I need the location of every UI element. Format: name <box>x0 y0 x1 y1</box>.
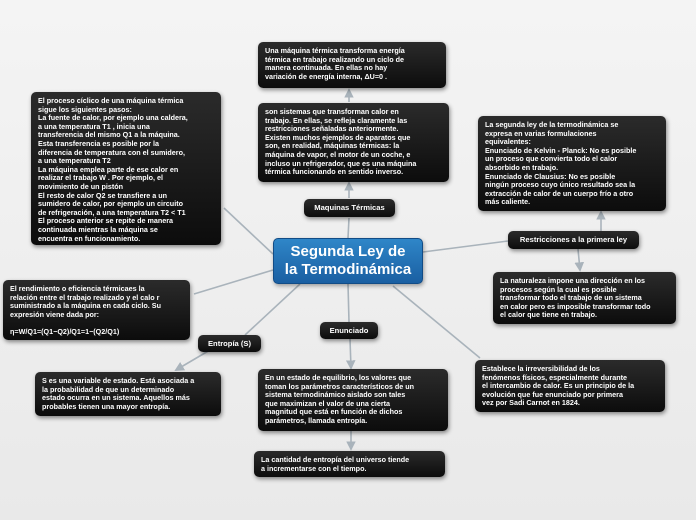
label-entropia[interactable]: Entropía (S) <box>198 335 261 352</box>
node-entropia-definicion[interactable]: S es una variable de estado. Está asocia… <box>35 372 221 416</box>
label-restricciones[interactable]: Restricciones a la primera ley <box>508 231 639 249</box>
label-maquinas-termicas[interactable]: Maquinas Térmicas <box>304 199 395 217</box>
node-cantidad-entropia[interactable]: La cantidad de entropía del universo tie… <box>254 451 445 477</box>
node-sistemas[interactable]: son sistemas que transforman calor en tr… <box>258 103 449 182</box>
node-naturaleza[interactable]: La naturaleza impone una dirección en lo… <box>493 272 676 324</box>
node-equilibrio[interactable]: En un estado de equilibrio, los valores … <box>258 369 448 431</box>
node-proceso-ciclico[interactable]: El proceso cíclico de una máquina térmic… <box>31 92 221 245</box>
node-maquina-definicion[interactable]: Una máquina térmica transforma energía t… <box>258 42 446 88</box>
node-rendimiento[interactable]: El rendimiento o eficiencia térmicaes la… <box>3 280 190 340</box>
node-irreversibilidad[interactable]: Establece la irreversibilidad de los fen… <box>475 360 665 412</box>
node-segunda-ley[interactable]: La segunda ley de la termodinámica se ex… <box>478 116 666 211</box>
label-enunciado[interactable]: Enunciado <box>320 322 378 339</box>
central-topic[interactable]: Segunda Ley de la Termodinámica <box>273 238 423 284</box>
